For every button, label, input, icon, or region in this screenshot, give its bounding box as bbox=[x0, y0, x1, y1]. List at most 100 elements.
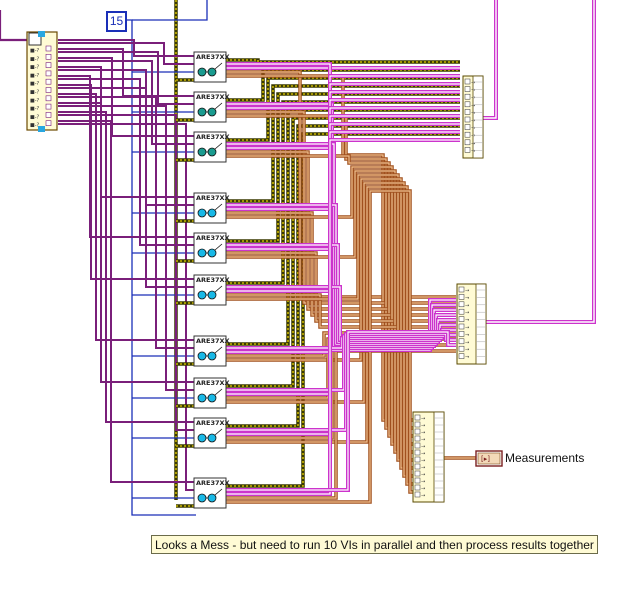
bundle-input-port[interactable] bbox=[414, 477, 421, 484]
bundle-input-port[interactable] bbox=[464, 86, 471, 92]
glasses-arm bbox=[214, 243, 223, 251]
bundle-arrow: → bbox=[471, 95, 475, 101]
terminal-port[interactable] bbox=[45, 87, 52, 93]
bundle-input-port[interactable] bbox=[414, 442, 421, 449]
subvi-node[interactable]: ARE37XX bbox=[193, 232, 230, 264]
bundle-input-port[interactable] bbox=[458, 316, 465, 322]
glasses-icon bbox=[207, 290, 217, 300]
subvi-frame[interactable] bbox=[193, 51, 227, 83]
numeric-wire bbox=[132, 0, 208, 21]
bundle-input-port[interactable] bbox=[414, 414, 421, 421]
terminal-port[interactable] bbox=[45, 112, 52, 118]
reference-wire bbox=[58, 102, 196, 383]
subvi-node[interactable]: ARE37XX bbox=[193, 335, 230, 367]
data-wire bbox=[226, 190, 413, 503]
bundle-input-port[interactable] bbox=[458, 286, 465, 293]
bundle-input-port[interactable] bbox=[464, 78, 471, 85]
pink-wire bbox=[486, 0, 596, 324]
bundle-input-port[interactable] bbox=[414, 470, 421, 477]
bundle-arrow: → bbox=[421, 493, 425, 499]
subvi-frame[interactable] bbox=[193, 274, 227, 306]
measurements-indicator[interactable]: [▸] bbox=[475, 450, 503, 467]
bundle-input-port[interactable] bbox=[458, 353, 465, 359]
bundle-arrow: → bbox=[465, 310, 469, 316]
numeric-constant[interactable]: 15 bbox=[106, 11, 127, 32]
bundle-input-port[interactable] bbox=[464, 116, 471, 123]
subvi-frame[interactable] bbox=[193, 335, 227, 367]
bundle-input-port[interactable] bbox=[414, 449, 421, 456]
node-layer: ■-?■-?■-?■-?■-?■-?■-?■-?■-?■-?ARE37XXARE… bbox=[26, 31, 503, 509]
terminal-port[interactable] bbox=[45, 53, 52, 60]
subvi-frame[interactable] bbox=[193, 192, 227, 224]
subvi-frame[interactable] bbox=[193, 377, 227, 409]
bundle-input-port[interactable] bbox=[414, 484, 421, 491]
terminal-label: ■-? bbox=[30, 81, 40, 87]
bundle-output-strip bbox=[433, 411, 445, 503]
bundle-input-port[interactable] bbox=[458, 331, 465, 337]
bundle-bottom[interactable]: →→→→→→→→→→→→ bbox=[412, 411, 445, 503]
bundle-input-port[interactable] bbox=[464, 109, 471, 115]
bundle-input-port[interactable] bbox=[464, 147, 471, 153]
build-array-top[interactable]: →→→→→→→→→→ bbox=[462, 75, 484, 159]
bundle-input-port[interactable] bbox=[464, 139, 471, 146]
subvi-node[interactable]: ARE37XX bbox=[193, 477, 230, 509]
bundle-input-port[interactable] bbox=[464, 124, 471, 130]
subvi-frame[interactable] bbox=[193, 232, 227, 264]
bundle-input-port[interactable] bbox=[458, 345, 465, 352]
subvi-node[interactable]: ARE37XX bbox=[193, 131, 230, 163]
bundle-middle[interactable]: →→→→→→→→→→ bbox=[456, 283, 487, 365]
bundle-input-port[interactable] bbox=[414, 463, 421, 470]
blue-corner bbox=[38, 126, 45, 132]
subvi-frame[interactable] bbox=[193, 91, 227, 123]
bundle-input-port[interactable] bbox=[458, 338, 465, 345]
terminal-port[interactable] bbox=[45, 78, 52, 85]
glasses-icon bbox=[197, 393, 207, 403]
glasses-arm bbox=[214, 102, 223, 110]
unbundle-node[interactable]: ■-?■-?■-?■-?■-?■-?■-?■-?■-?■-? bbox=[26, 31, 58, 132]
terminal-port[interactable] bbox=[45, 103, 52, 110]
subvi-node[interactable]: ARE37XX bbox=[193, 377, 230, 409]
reference-wire bbox=[58, 78, 196, 246]
subvi-frame[interactable] bbox=[193, 477, 227, 509]
terminal-port[interactable] bbox=[45, 45, 52, 52]
subvi-node[interactable]: ARE37XX bbox=[193, 274, 230, 306]
bundle-input-port[interactable] bbox=[414, 428, 421, 435]
subvi-node[interactable]: ARE37XX bbox=[193, 51, 230, 83]
reference-wire bbox=[58, 48, 196, 97]
bundle-input-port[interactable] bbox=[458, 301, 465, 308]
subvi-node[interactable]: ARE37XX bbox=[193, 417, 230, 449]
reference-wire bbox=[58, 105, 196, 391]
bundle-input-port[interactable] bbox=[414, 435, 421, 442]
bundle-arrow: → bbox=[421, 430, 425, 436]
subvi-frame[interactable] bbox=[193, 417, 227, 449]
subvi-node[interactable]: ARE37XX bbox=[193, 91, 230, 123]
terminal-port[interactable] bbox=[45, 62, 52, 68]
bundle-input-port[interactable] bbox=[464, 131, 471, 138]
bundle-output-strip bbox=[472, 75, 484, 159]
bundle-input-port[interactable] bbox=[458, 294, 465, 300]
terminal-port[interactable] bbox=[45, 95, 52, 102]
glasses-icon bbox=[197, 107, 207, 117]
reference-wire bbox=[58, 87, 196, 288]
unbundle-body[interactable] bbox=[26, 31, 58, 131]
bundle-input-port[interactable] bbox=[464, 101, 471, 108]
bundle-input-port[interactable] bbox=[458, 323, 465, 330]
bundle-input-port[interactable] bbox=[414, 491, 421, 498]
bundle-input-port[interactable] bbox=[464, 93, 471, 100]
bundle-arrow: → bbox=[471, 148, 475, 154]
error-wire bbox=[226, 101, 460, 284]
terminal-label: ■-? bbox=[30, 48, 40, 54]
subvi-frame[interactable] bbox=[193, 131, 227, 163]
subvi-node[interactable]: ARE37XX bbox=[193, 192, 230, 224]
bundle-input-port[interactable] bbox=[414, 421, 421, 428]
bundle-input-port[interactable] bbox=[414, 456, 421, 463]
bundle-input-port[interactable] bbox=[458, 308, 465, 315]
terminal-port[interactable] bbox=[45, 120, 52, 126]
bundle-arrow: → bbox=[465, 355, 469, 361]
terminal-port[interactable] bbox=[45, 70, 52, 77]
subvi-label: ARE37XX bbox=[196, 479, 230, 487]
glasses-arm bbox=[214, 388, 223, 396]
data-wire bbox=[226, 294, 456, 328]
subvi-label: ARE37XX bbox=[196, 276, 230, 284]
